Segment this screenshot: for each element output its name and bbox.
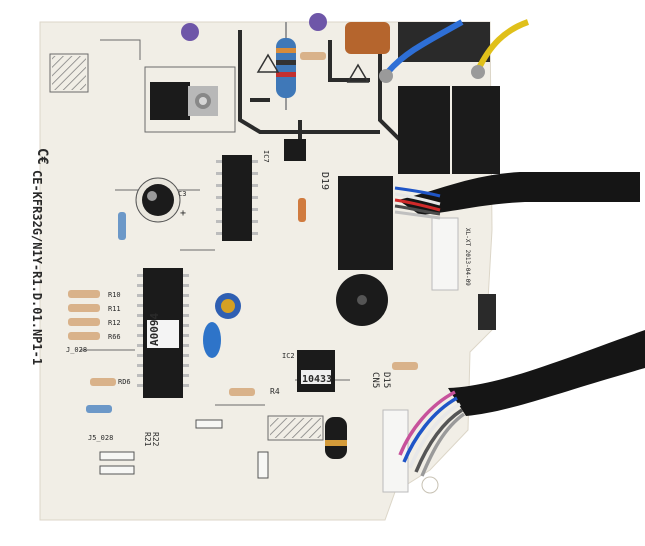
warning-icon [256, 53, 280, 73]
label-r21: R21 [143, 432, 152, 447]
label-rd6: RD6 [118, 378, 131, 386]
relay-block [398, 22, 500, 174]
hatched-pad [270, 418, 321, 438]
connector-d19 [338, 176, 393, 270]
board-model-label: CE-KFR32G/N1Y-R1.D.01.NP1-1 [30, 170, 44, 365]
voltage-regulator [150, 82, 218, 120]
capacitor-small-black [325, 417, 347, 459]
label-j5: J5_028 [88, 434, 113, 442]
microcontroller-chip [137, 268, 189, 398]
yellow-wire [475, 19, 530, 72]
top-resistor-blue [276, 22, 296, 110]
black-cable-top [398, 172, 640, 215]
connector-white [431, 217, 459, 291]
label-ic2: IC2 [282, 352, 295, 360]
label-c3: C3 [178, 190, 186, 198]
label-r4: R4 [270, 387, 280, 396]
wire-terminal [471, 65, 485, 79]
ce-mark: C€ [34, 148, 50, 165]
label-r12: R12 [108, 319, 121, 327]
mounting-hole [421, 476, 439, 494]
black-cable-bottom [448, 330, 645, 416]
capacitor-black [135, 177, 181, 223]
connector-cn5 [382, 409, 409, 493]
jumper-rows [99, 419, 269, 479]
colored-wires-top [394, 186, 441, 220]
resistor-row [68, 52, 418, 413]
blue-wire [385, 19, 464, 74]
label-date: XL-XT 2013-04-09 [464, 228, 471, 286]
ic-dip-small [216, 155, 258, 241]
buzzer [336, 274, 388, 326]
silkscreen-labels: R10 R11 R12 R66 D19 IC7 IC2 R4 CN5 D15 R… [66, 150, 471, 447]
label-r11: R11 [108, 305, 121, 313]
label-plus: + [180, 208, 186, 219]
label-r22: R22 [151, 432, 160, 447]
capacitor-purple [181, 23, 199, 41]
label-r66: R66 [108, 333, 121, 341]
capacitor-purple-top [309, 13, 327, 31]
label-ic7: IC7 [262, 150, 270, 163]
transistor-ic7 [284, 139, 306, 161]
label-j6: J_028 [66, 346, 87, 354]
label-r10: R10 [108, 291, 121, 299]
wire-terminal [379, 69, 393, 83]
label-cn5: CN5 [370, 372, 380, 388]
pcb-traces [238, 30, 402, 142]
chip-sticker-label: A0094 [148, 313, 161, 346]
colored-wires-bottom [398, 390, 466, 477]
label-d19: D19 [319, 172, 330, 190]
warning-icon [346, 63, 370, 83]
capacitor-blue [203, 293, 241, 358]
copper-coil [345, 22, 390, 54]
inductor-coil [297, 350, 335, 392]
hatched-pad [52, 56, 86, 90]
label-d15: D15 [381, 372, 391, 388]
push-button [478, 294, 496, 330]
coil-label: 10433 [302, 374, 332, 385]
